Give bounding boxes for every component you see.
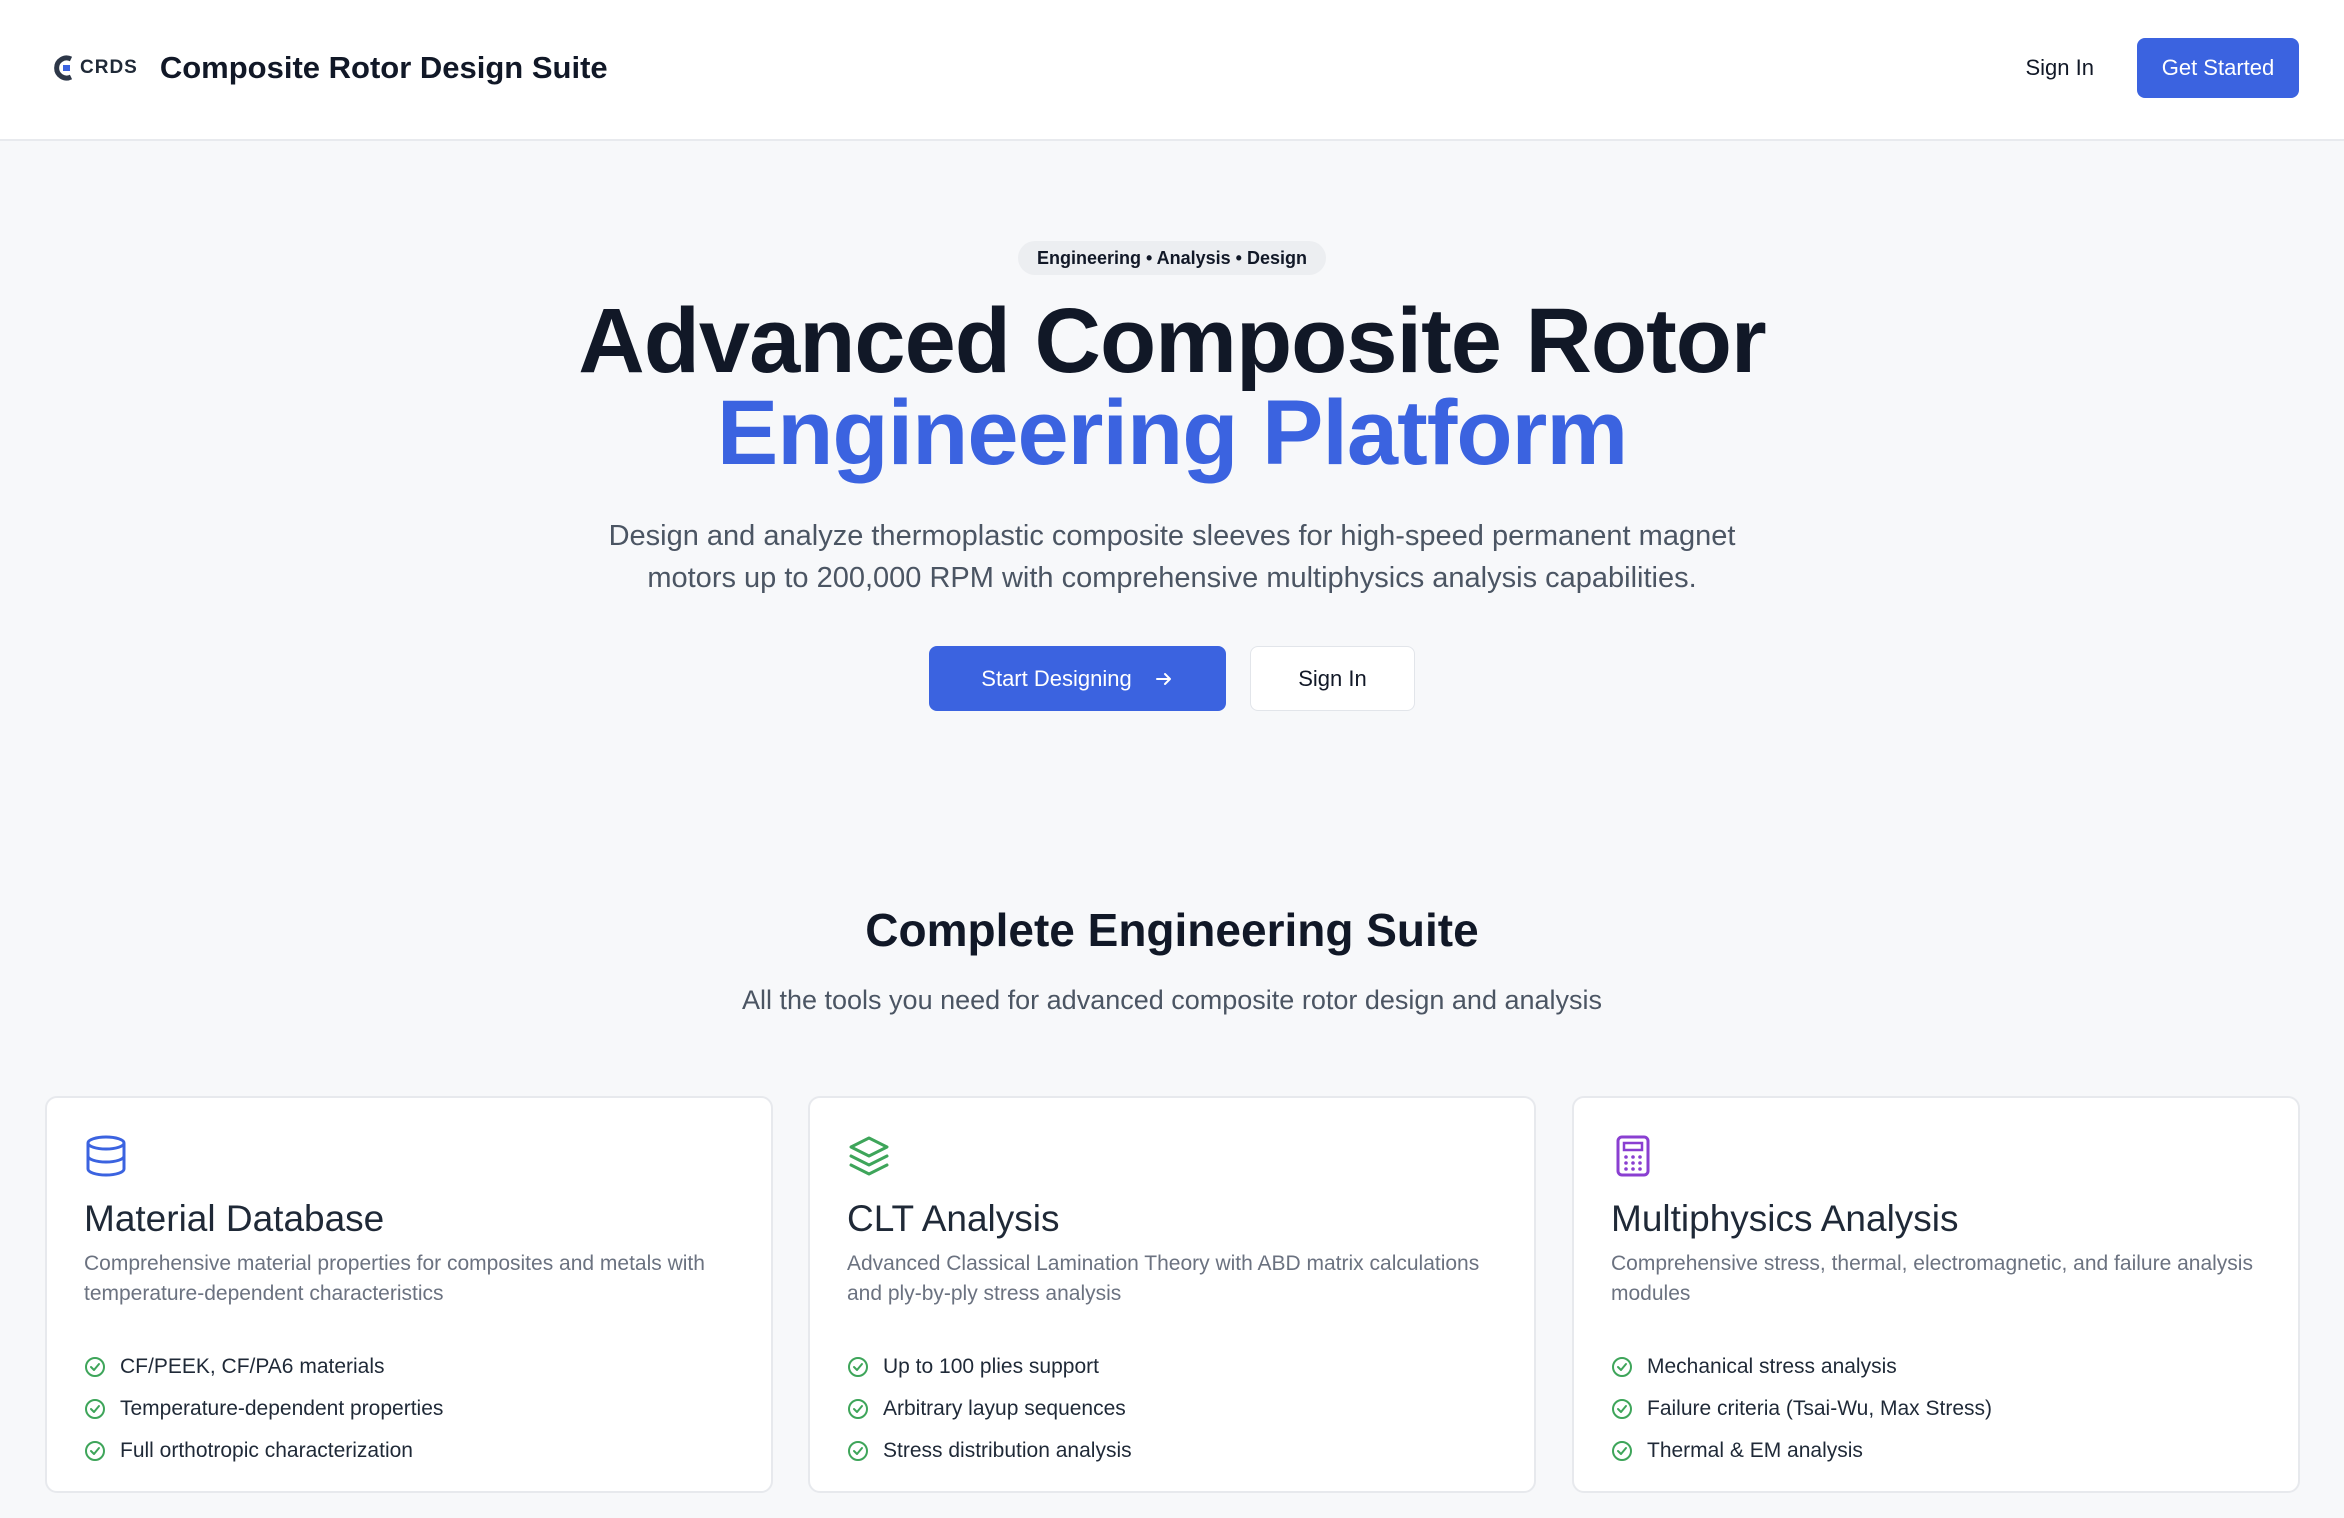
check-circle-icon [1612,1399,1632,1419]
list-item: Up to 100 plies support [847,1346,1132,1388]
check-circle-icon [1612,1357,1632,1377]
check-circle-icon [1612,1441,1632,1461]
card-title: CLT Analysis [847,1198,1060,1239]
check-circle-icon [85,1441,105,1461]
suite-title: Complete Engineering Suite [865,904,1479,956]
feature-text: Up to 100 plies support [883,1355,1099,1378]
start-designing-button[interactable]: Start Designing [929,646,1226,711]
feature-text: Stress distribution analysis [883,1439,1132,1462]
feature-text: Thermal & EM analysis [1647,1439,1863,1462]
hero-sign-in-button[interactable]: Sign In [1250,646,1415,711]
feature-list: CF/PEEK, CF/PA6 materials Temperature-de… [84,1346,443,1472]
list-item: Thermal & EM analysis [1611,1430,1992,1472]
check-circle-icon [848,1399,868,1419]
hero-subtitle: Design and analyze thermoplastic composi… [608,520,1736,594]
card-title: Material Database [84,1198,385,1239]
card-description: Comprehensive stress, thermal, electroma… [1611,1252,2253,1305]
feature-card-material-database: Material Database Comprehensive material… [45,1096,773,1493]
brand[interactable]: CRDS Composite Rotor Design Suite [54,40,608,96]
feature-card-multiphysics-analysis: Multiphysics Analysis Comprehensive stre… [1572,1096,2300,1493]
feature-text: Failure criteria (Tsai-Wu, Max Stress) [1647,1397,1993,1420]
feature-text: Temperature-dependent properties [120,1397,444,1420]
calculator-icon [1616,1135,1650,1177]
logo: CRDS [54,55,138,81]
hero-title: Advanced Composite Rotor Engineering Pla… [0,295,2344,479]
suite-subtitle: All the tools you need for advanced comp… [741,985,1603,1015]
layers-icon [849,1136,889,1176]
hero-badge: Engineering • Analysis • Design [1018,241,1326,275]
feature-text: CF/PEEK, CF/PA6 materials [120,1355,385,1378]
logo-text: CRDS [80,57,138,78]
check-circle-icon [85,1357,105,1377]
card-title: Multiphysics Analysis [1611,1198,1959,1239]
card-description: Advanced Classical Lamination Theory wit… [847,1252,1480,1305]
header-sign-in-link[interactable]: Sign In [2025,55,2095,80]
check-circle-icon [85,1399,105,1419]
crds-logo-icon [54,55,73,81]
feature-text: Mechanical stress analysis [1647,1355,1897,1378]
database-icon [86,1135,126,1177]
list-item: Stress distribution analysis [847,1430,1132,1472]
list-item: Full orthotropic characterization [84,1430,443,1472]
arrow-right-icon [1155,672,1171,685]
list-item: Mechanical stress analysis [1611,1346,1992,1388]
start-designing-label: Start Designing [981,665,1132,691]
check-circle-icon [848,1441,868,1461]
feature-list: Mechanical stress analysis Failure crite… [1611,1346,1992,1472]
feature-card-clt-analysis: CLT Analysis Advanced Classical Laminati… [808,1096,1536,1493]
app-title: Composite Rotor Design Suite [159,50,608,85]
card-description: Comprehensive material properties for co… [84,1252,705,1305]
top-header: CRDS Composite Rotor Design Suite Sign I… [0,0,2344,141]
list-item: Arbitrary layup sequences [847,1388,1132,1430]
hero-title-line2: Engineering Platform [716,382,1628,484]
check-circle-icon [848,1357,868,1377]
feature-list: Up to 100 plies support Arbitrary layup … [847,1346,1132,1472]
get-started-button[interactable]: Get Started [2137,38,2299,98]
feature-text: Arbitrary layup sequences [883,1397,1126,1420]
header-nav: Sign In Get Started [2025,38,2299,98]
list-item: Temperature-dependent properties [84,1388,443,1430]
list-item: CF/PEEK, CF/PA6 materials [84,1346,443,1388]
list-item: Failure criteria (Tsai-Wu, Max Stress) [1611,1388,1992,1430]
feature-text: Full orthotropic characterization [120,1439,413,1462]
hero-title-line1: Advanced Composite Rotor [578,290,1766,392]
